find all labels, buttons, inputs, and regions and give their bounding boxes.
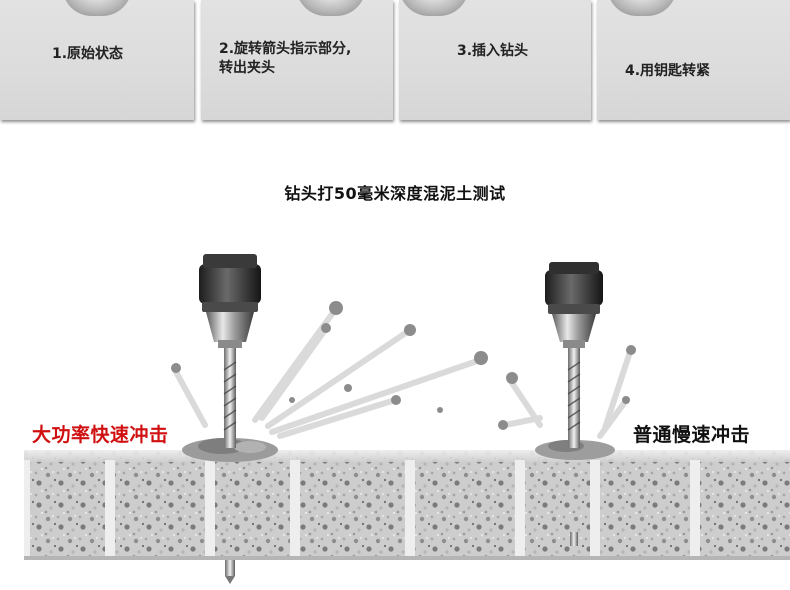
step-card-3: 3.插入钻头 — [399, 0, 591, 120]
normal-speed-label: 普通慢速冲击 — [633, 424, 751, 446]
step-2-label: 2.旋转箭头指示部分, 转出夹头 — [219, 41, 352, 76]
step-card-4: 4.用钥匙转紧 — [597, 0, 790, 120]
drill-chuck-thumbnail-icon — [399, 0, 469, 16]
rubble-right — [535, 440, 615, 460]
drill-chuck-icon — [199, 254, 261, 584]
step-1-label: 1.原始状态 — [52, 46, 124, 62]
test-title: 钻头打50毫米深度混泥土测试 — [284, 184, 506, 203]
flying-concrete-debris-icon — [171, 301, 636, 439]
step-4-label: 4.用钥匙转紧 — [625, 63, 711, 79]
drill-chuck-thumbnail-icon — [62, 0, 132, 16]
drilling-test-illustration — [24, 254, 790, 584]
high-power-label: 大功率快速冲击 — [32, 424, 169, 446]
step-3-label: 3.插入钻头 — [457, 43, 529, 59]
concrete-slab — [24, 450, 790, 560]
drill-chuck-icon — [545, 262, 603, 546]
step-card-1: 1.原始状态 — [0, 0, 194, 120]
step-card-2: 2.旋转箭头指示部分, 转出夹头 — [201, 0, 393, 120]
drill-chuck-thumbnail-icon — [607, 0, 677, 16]
drill-chuck-thumbnail-icon — [296, 0, 366, 16]
